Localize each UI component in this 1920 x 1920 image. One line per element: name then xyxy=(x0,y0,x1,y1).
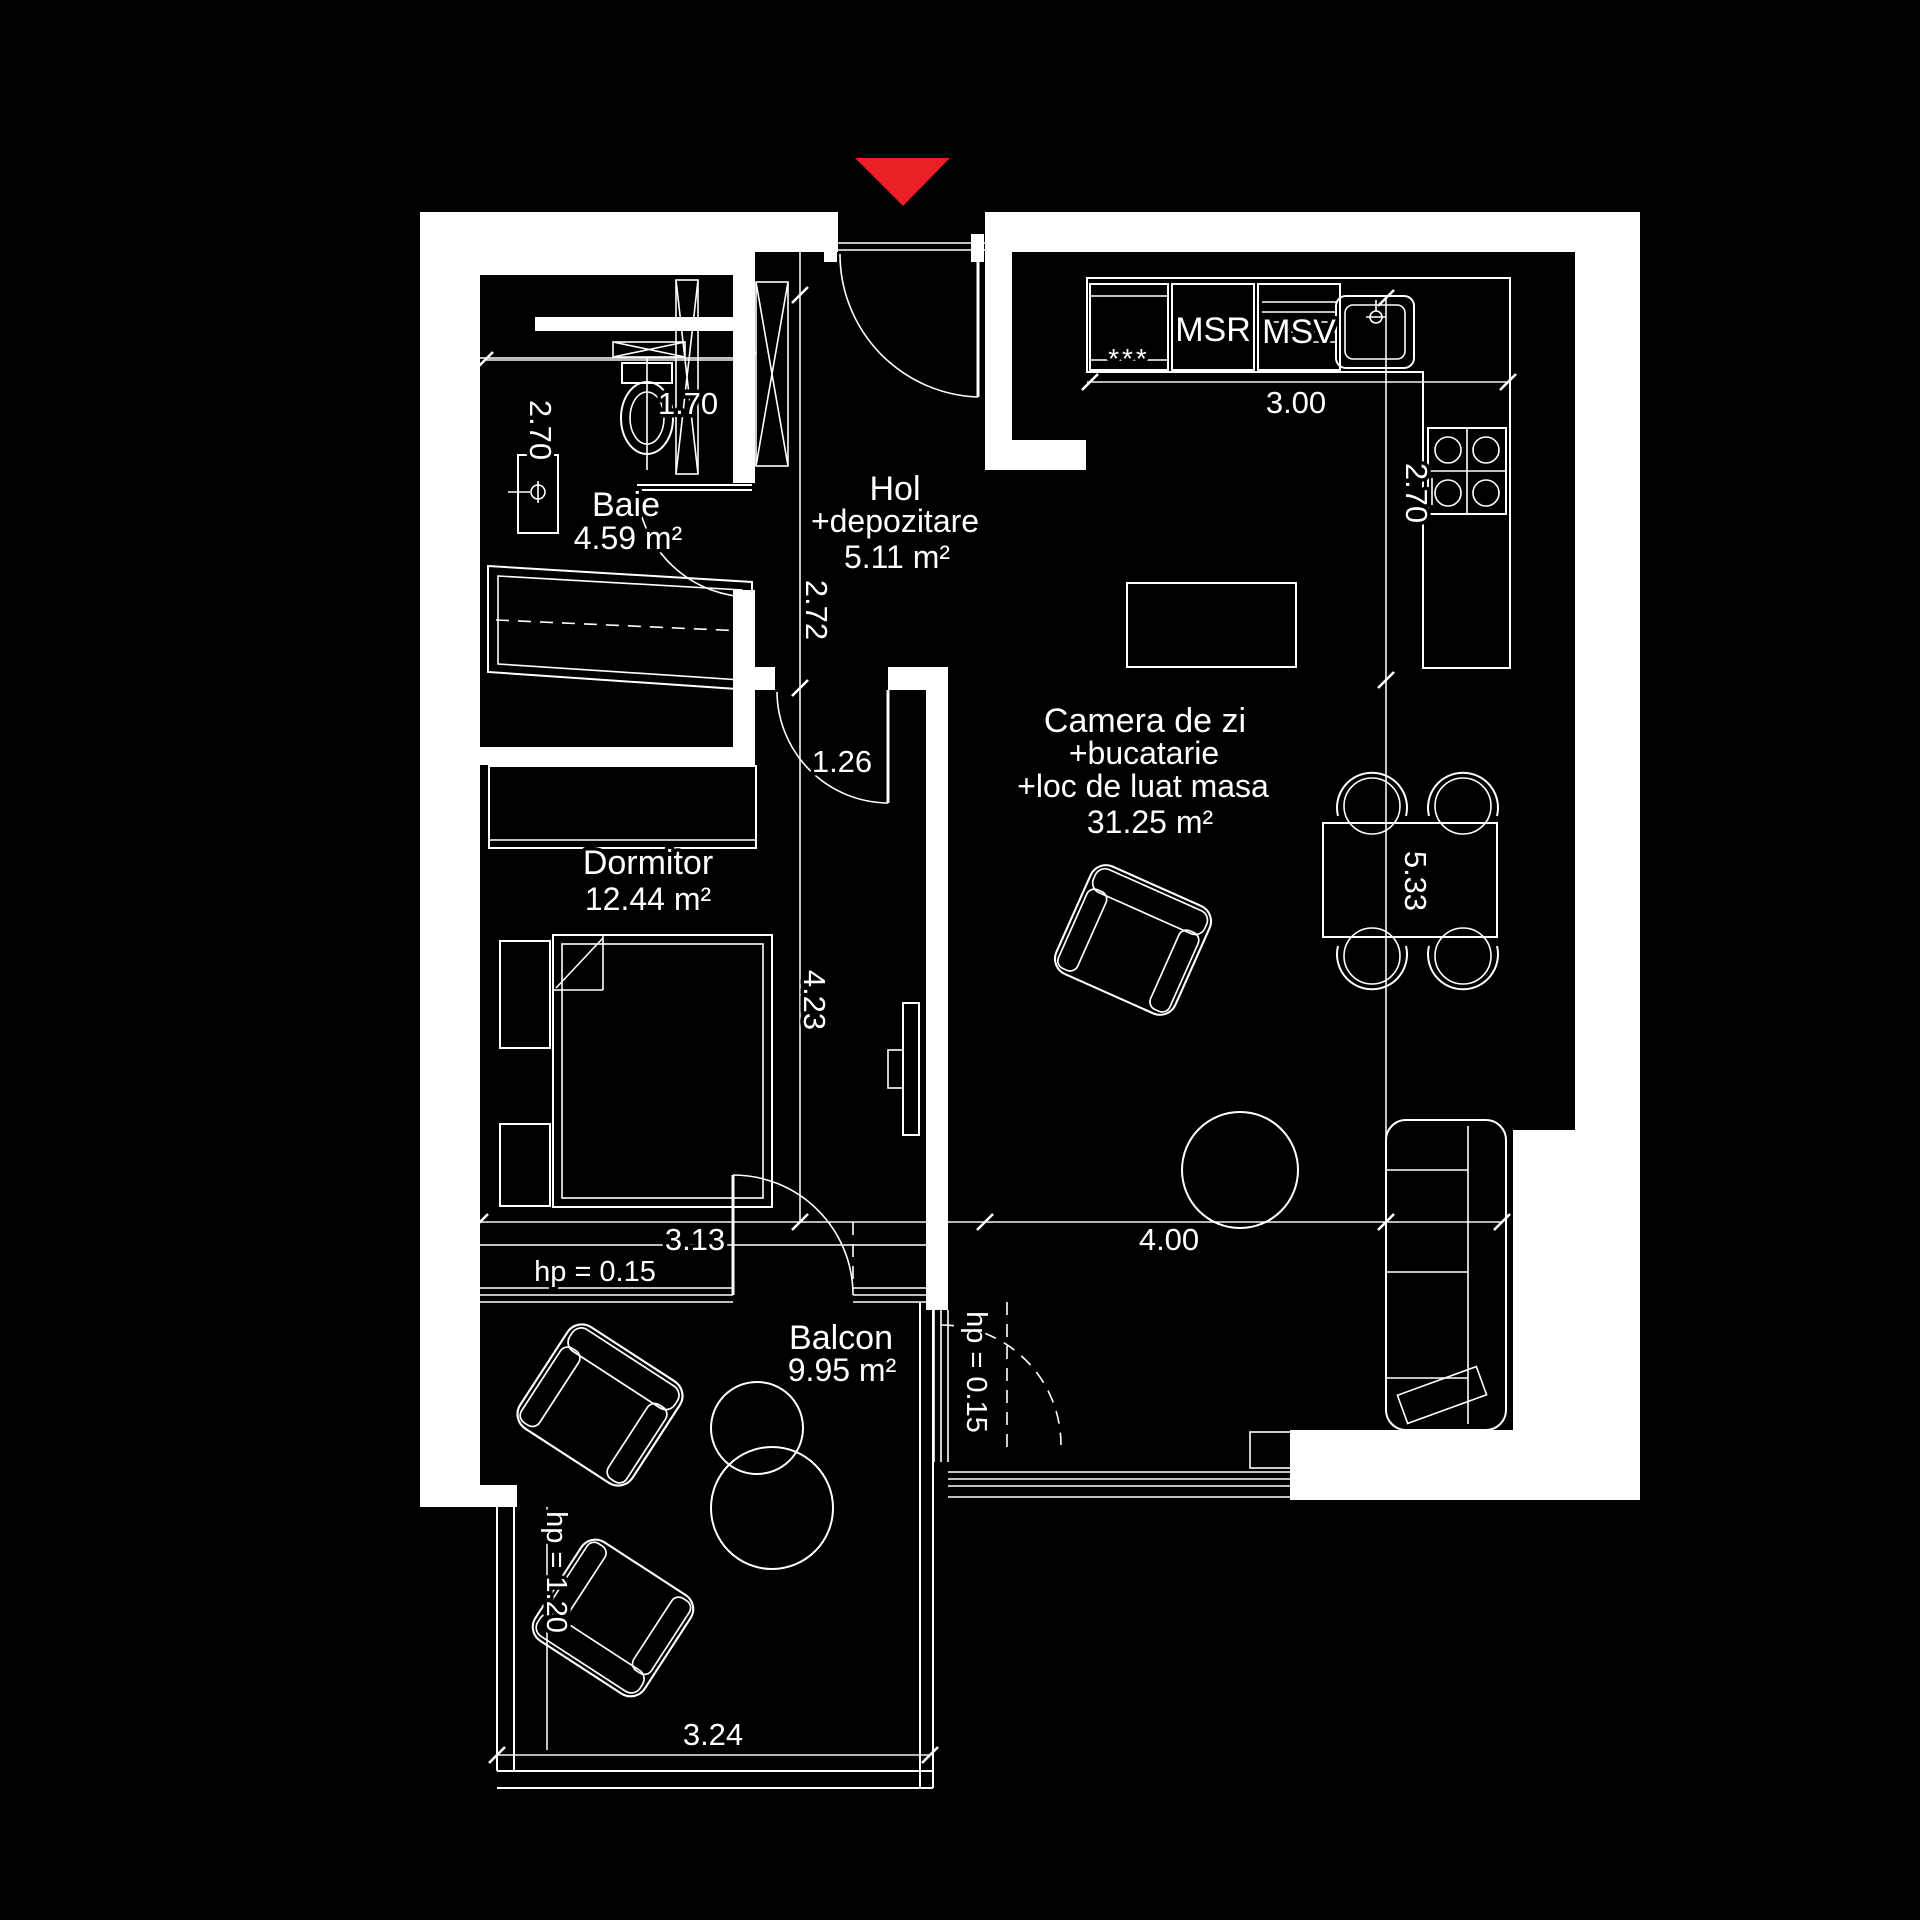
nightstand xyxy=(499,1123,551,1207)
toilet-icon xyxy=(620,357,674,470)
dishwasher-label: MSV xyxy=(1262,313,1336,351)
fridge-icon xyxy=(1089,283,1169,371)
dishwasher-box xyxy=(1257,283,1341,371)
living-window xyxy=(948,1471,1290,1498)
room-area-balcon: 9.95 m² xyxy=(788,1352,897,1388)
bedroom-balcony-door xyxy=(731,1174,854,1296)
washing-machine-label: MSR xyxy=(1175,311,1251,349)
balcony-table xyxy=(710,1381,804,1475)
shower-icon xyxy=(487,564,753,692)
dim-parapet-living: hp = 0.15 xyxy=(960,1311,992,1433)
dim-baie-width: 2.70 xyxy=(523,400,558,460)
hall-bedroom-door xyxy=(776,690,890,804)
dim-dormitor-door: 1.26 xyxy=(812,744,872,779)
room-area-baie: 4.59 m² xyxy=(574,520,683,556)
dining-chair xyxy=(1336,771,1408,835)
room-area-dormitor: 12.44 m² xyxy=(585,881,712,917)
freezer-stars-label: *** xyxy=(1108,343,1150,374)
balcony-table xyxy=(710,1446,834,1570)
dim-parapet-dormitor: hp = 0.15 xyxy=(534,1256,656,1288)
bedroom xyxy=(488,765,773,1208)
room-label-hol: Hol xyxy=(869,470,920,508)
storage-closet-2 xyxy=(755,281,789,467)
wardrobe xyxy=(488,765,757,849)
dim-kitchen-width: 3.00 xyxy=(1266,385,1326,420)
room-label-dormitor: Dormitor xyxy=(583,844,713,882)
stove-icon xyxy=(1427,427,1507,515)
room-label-camera-2: +bucatarie xyxy=(1069,735,1219,771)
dining-table xyxy=(1322,822,1498,938)
entrance-marker-icon xyxy=(855,158,950,206)
dim-living-width: 4.00 xyxy=(1139,1222,1199,1257)
dim-dormitor-width: 3.13 xyxy=(665,1222,725,1257)
living-armchair xyxy=(1048,858,1218,1022)
dim-hol-height: 2.72 xyxy=(799,580,834,640)
balcony-parapet xyxy=(496,1303,934,1789)
sofa-icon xyxy=(1385,1119,1507,1431)
walls xyxy=(420,212,1640,1507)
tv-icon xyxy=(887,1002,920,1136)
doormat xyxy=(1249,1431,1293,1469)
nightstand xyxy=(499,940,551,1049)
dimension-ticks xyxy=(456,286,1517,1764)
dimension-lines xyxy=(456,252,1517,1764)
room-label-hol-2: +depozitare xyxy=(811,503,979,539)
balcony-armchair xyxy=(509,1316,691,1494)
room-area-hol: 5.11 m² xyxy=(844,539,950,575)
bedroom-window xyxy=(480,1244,926,1303)
living-side-window xyxy=(933,1310,949,1462)
dim-baie-top: 1.70 xyxy=(658,386,718,421)
room-label-baie: Baie xyxy=(592,486,660,524)
storage-closet-1 xyxy=(675,279,699,475)
kitchen-counter xyxy=(1086,277,1511,669)
kitchen xyxy=(1086,277,1511,669)
room-area-camera: 31.25 m² xyxy=(1087,804,1214,840)
bed-icon xyxy=(552,934,773,1208)
kitchen-sink-icon xyxy=(1335,295,1415,369)
labels: Hol +depozitare 5.11 m² Baie 4.59 m² Dor… xyxy=(520,308,1438,1756)
coffee-table xyxy=(1181,1111,1299,1229)
kitchen-island xyxy=(1126,582,1297,668)
dim-kitchen-depth: 2.70 xyxy=(1399,463,1434,523)
living-balcony-door xyxy=(940,1302,1062,1448)
room-label-camera-3: +loc de luat masa xyxy=(1017,768,1269,804)
dim-balcon-width: 3.24 xyxy=(683,1717,743,1752)
dim-parapet-balcon: hp = 1.20 xyxy=(540,1511,572,1633)
bath-sink-icon xyxy=(508,454,559,534)
dim-living-height: 5.33 xyxy=(1398,851,1433,911)
room-label-balcon: Balcon xyxy=(789,1319,893,1357)
bathroom-door xyxy=(636,484,753,598)
room-label-camera: Camera de zi xyxy=(1044,702,1246,740)
dining-chair xyxy=(1427,771,1499,835)
dim-dormitor-height: 4.23 xyxy=(797,970,832,1030)
entrance-door xyxy=(824,234,985,398)
bathroom xyxy=(480,341,753,692)
washing-machine-box xyxy=(1171,283,1255,371)
